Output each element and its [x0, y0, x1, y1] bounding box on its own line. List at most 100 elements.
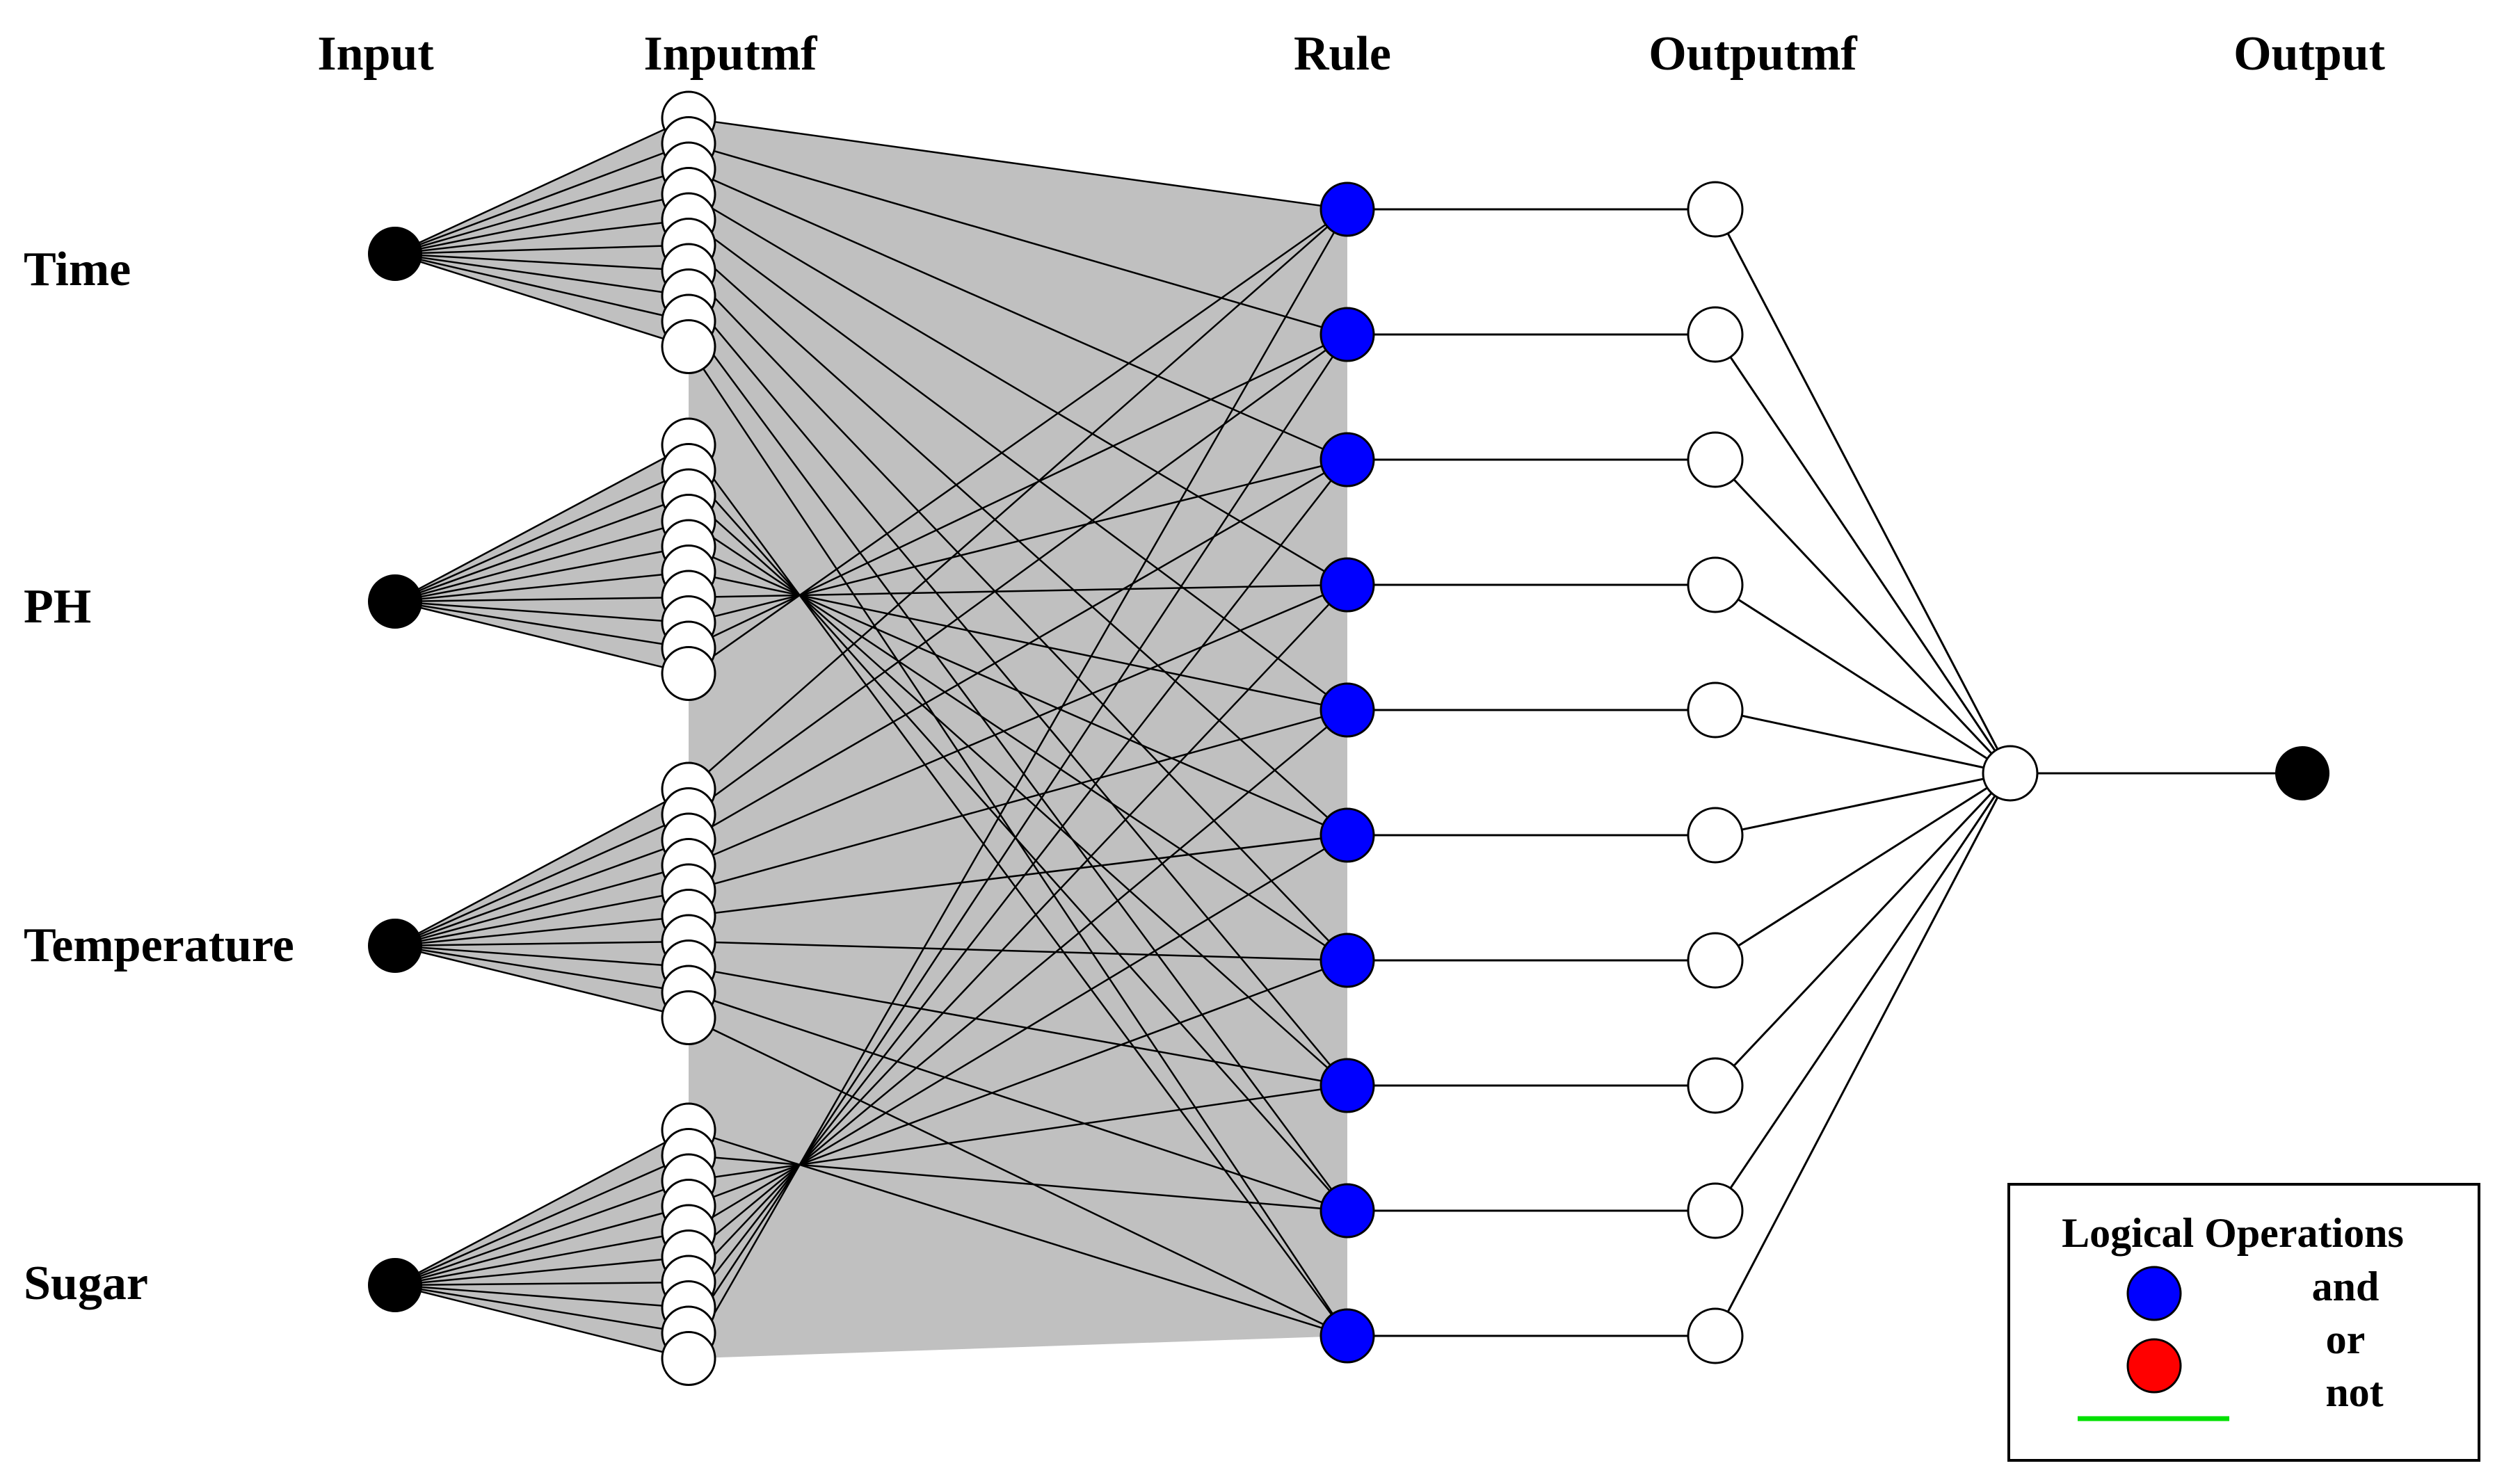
edge-input-mf [394, 1129, 689, 1287]
output-mf-node [1687, 306, 1744, 363]
legend-label-or: or [2326, 1316, 2366, 1362]
output-mf-node [1687, 681, 1744, 739]
header-output: Output [2233, 27, 2385, 81]
input-node-sugar [368, 1258, 422, 1312]
edge-input-mf [394, 218, 689, 255]
edge-input-mf [394, 168, 689, 255]
edge-input-mf [394, 1230, 689, 1287]
input-mf-node [661, 319, 716, 374]
edge-outputmf-aggregate [1714, 209, 2012, 774]
input-mf-node [661, 990, 716, 1045]
input-labels: Time PH Temperature Sugar [24, 243, 294, 1310]
header-inputmf: Inputmf [644, 27, 818, 81]
edge-input-mf [394, 839, 689, 947]
rule-node [1319, 557, 1375, 613]
input-mf-node [661, 646, 716, 701]
header-rule: Rule [1294, 27, 1391, 81]
output-mf-node [1687, 932, 1744, 989]
header-outputmf: Outputmf [1648, 27, 1857, 81]
network-nodes [368, 90, 2329, 1386]
output-mf-node [1687, 556, 1744, 613]
input-label-time: Time [24, 243, 131, 296]
edge-input-mf [394, 788, 689, 947]
edge-mf-rule [688, 940, 1348, 962]
rule-node [1319, 807, 1375, 863]
edge-outputmf-aggregate [1715, 772, 2011, 962]
edge-input-mf [394, 596, 689, 603]
connection-edges [394, 117, 2302, 1360]
input-fan-2 [395, 789, 689, 1018]
edge-input-mf [394, 1154, 689, 1287]
edge-input-mf [394, 520, 689, 603]
legend-box: Logical Operations and or not [2007, 1183, 2480, 1462]
mf-rule-fan-group [689, 118, 1347, 1359]
edge-input-mf [394, 143, 689, 255]
input-mf-node [661, 1331, 716, 1386]
edge-input-mf [394, 814, 689, 947]
legend-or-symbol [2126, 1338, 2182, 1394]
input-node-temperature [368, 919, 422, 973]
rule-node [1319, 1308, 1375, 1364]
edge-input-mf [394, 944, 689, 968]
edge-mf-rule [688, 583, 1348, 866]
rule-node [1319, 307, 1375, 362]
edge-outputmf-aggregate [1714, 773, 2012, 1211]
legend-label-not: not [2325, 1369, 2383, 1415]
rule-node [1319, 682, 1375, 738]
aggregate-node [1982, 745, 2039, 802]
rule-node [1319, 933, 1375, 988]
legend-title: Logical Operations [2062, 1210, 2404, 1256]
edge-input-mf [394, 571, 689, 603]
edge-mf-rule [688, 834, 1348, 917]
input-fan-0 [395, 118, 689, 347]
edge-mf-rule [688, 193, 1348, 586]
input-mf-fan-group [395, 118, 689, 1359]
edge-input-mf [394, 864, 689, 947]
column-headers: Input Inputmf Rule Outputmf Output [317, 27, 2385, 81]
edge-input-mf [394, 1256, 689, 1287]
rule-node [1319, 1183, 1375, 1239]
edge-outputmf-aggregate [1715, 583, 2011, 775]
edge-mf-rule [688, 333, 1348, 816]
edge-mf-rule [688, 209, 1348, 790]
edge-mf-rule [688, 244, 1348, 836]
output-mf-node [1687, 431, 1744, 488]
edge-mf-rule [687, 346, 1349, 1337]
edge-mf-rule [688, 1129, 1348, 1337]
edge-mf-rule [688, 1017, 1348, 1337]
header-input: Input [317, 27, 433, 81]
edge-input-mf [394, 944, 689, 994]
edge-outputmf-aggregate [1715, 709, 2011, 775]
input-label-ph: PH [24, 580, 91, 634]
edge-mf-rule [688, 295, 1348, 1086]
edge-outputmf-aggregate [1714, 773, 2012, 1337]
edge-mf-rule [688, 218, 1348, 711]
edge-input-mf [394, 494, 689, 603]
rule-node [1319, 1058, 1375, 1113]
edge-input-mf [394, 944, 689, 1019]
edge-input-mf [394, 940, 689, 947]
edge-mf-rule [688, 709, 1348, 892]
input-node-ph [368, 574, 422, 629]
edge-input-mf [394, 889, 689, 947]
input-fan-1 [395, 445, 689, 674]
edge-outputmf-aggregate [1714, 334, 2012, 774]
edge-input-mf [394, 600, 689, 675]
output-mf-node [1687, 1182, 1744, 1239]
edge-input-mf [394, 1205, 689, 1287]
legend-label-and: and [2312, 1264, 2380, 1309]
edge-mf-rule [688, 991, 1348, 1212]
edge-input-mf [394, 545, 689, 603]
edge-input-mf [394, 444, 689, 603]
edge-input-mf [394, 252, 689, 323]
legend-frame [2007, 1183, 2480, 1462]
rule-node [1319, 432, 1375, 487]
edge-mf-rule [688, 458, 1348, 841]
edge-input-mf [394, 1284, 689, 1309]
edge-input-mf [394, 252, 689, 348]
edge-outputmf-aggregate [1714, 458, 2012, 775]
edge-input-mf [394, 600, 689, 650]
edge-outputmf-aggregate [1715, 772, 2011, 837]
legend-and-symbol [2126, 1266, 2182, 1321]
